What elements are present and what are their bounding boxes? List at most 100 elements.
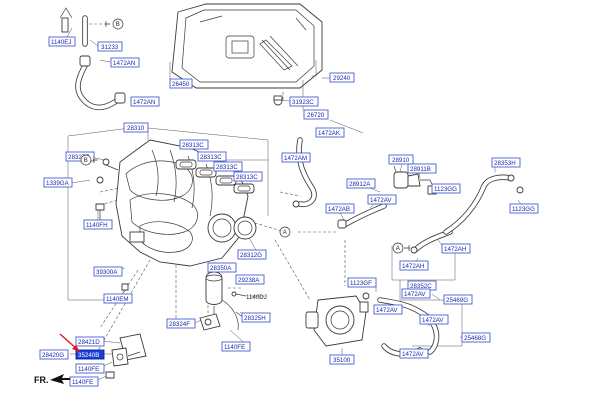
bolts <box>95 176 247 379</box>
callout-1472av-2: 1472AV <box>401 288 431 299</box>
svg-text:28310: 28310 <box>127 125 145 132</box>
svg-text:31923C: 31923C <box>292 99 314 106</box>
svg-text:1140EJ: 1140EJ <box>51 39 72 46</box>
callout-26720: 26720 <box>303 109 329 120</box>
svg-text:26450: 26450 <box>172 81 190 88</box>
callout-28313c-4: 28313C <box>233 171 263 182</box>
svg-text:28324F: 28324F <box>169 321 190 328</box>
marker-bolt-icons <box>93 21 410 251</box>
label-1140dj: 1140DJ <box>246 294 267 301</box>
callout-29240: 29240 <box>329 72 355 83</box>
svg-text:39300A: 39300A <box>96 269 118 276</box>
callout-1123gf: 1123GF <box>347 277 377 288</box>
svg-text:28352C: 28352C <box>410 283 432 290</box>
svg-text:28353H: 28353H <box>494 160 516 167</box>
callout-1140em: 1140EM <box>103 293 133 304</box>
svg-text:25469G: 25469G <box>446 297 468 304</box>
callout-26450: 26450 <box>169 78 193 89</box>
callout-25468g: 25468G <box>461 332 491 343</box>
callout-28353h: 28353H <box>491 157 521 168</box>
callout-28313c-2: 28313C <box>197 151 227 162</box>
callout-1472ah-2: 1472AH <box>399 260 429 271</box>
callout-1140fe-3: 1140FE <box>69 376 99 387</box>
sensor-assembly <box>199 271 239 331</box>
callout-1472ab: 1472AB <box>325 203 355 214</box>
svg-text:28313C: 28313C <box>236 174 258 181</box>
svg-text:1472AK: 1472AK <box>318 130 341 137</box>
manifold-gaskets <box>175 159 255 194</box>
part-callouts: 1140EJ 31233 1472AN 26450 1472AN 29240 3… <box>39 36 539 387</box>
callout-1472am: 1472AM <box>281 152 311 163</box>
svg-text:28313C: 28313C <box>216 164 238 171</box>
callout-35240b-highlighted[interactable]: 35240B <box>75 349 105 360</box>
pcv-hose-top <box>59 7 283 111</box>
callout-1472ah-1: 1472AH <box>441 243 471 254</box>
callout-28324f: 28324F <box>166 318 196 329</box>
map-sensor-bracket <box>111 333 147 367</box>
svg-text:1472AV: 1472AV <box>402 351 424 358</box>
callout-1140fh: 1140FH <box>83 219 113 230</box>
callout-1140ej: 1140EJ <box>48 36 76 47</box>
svg-text:31233: 31233 <box>101 44 119 51</box>
highlight-arrow <box>59 333 80 352</box>
svg-text:28313C: 28313C <box>182 142 204 149</box>
svg-text:1140FE: 1140FE <box>78 366 99 373</box>
callout-1140fe-2: 1140FE <box>75 363 105 374</box>
callout-28312g: 28312G <box>237 249 267 260</box>
svg-text:1472AB: 1472AB <box>328 206 350 213</box>
callout-28912a: 28912A <box>346 178 376 189</box>
svg-text:1339GA: 1339GA <box>46 180 70 187</box>
marker-b-top: B <box>112 18 124 30</box>
svg-text:B: B <box>116 22 120 28</box>
svg-text:29240: 29240 <box>333 75 351 82</box>
callout-1123gg-2: 1123GG <box>509 203 539 214</box>
callout-25469g: 25469G <box>443 294 473 305</box>
svg-text:28350A: 28350A <box>210 265 232 272</box>
svg-text:1123GG: 1123GG <box>434 186 457 193</box>
svg-text:A: A <box>396 246 400 252</box>
svg-text:1472AN: 1472AN <box>133 99 155 106</box>
svg-text:1472AV: 1472AV <box>376 307 398 314</box>
throttle-gasket <box>233 216 257 240</box>
svg-text:1472AV: 1472AV <box>370 197 392 204</box>
svg-text:28313C: 28313C <box>200 154 222 161</box>
svg-text:29238A: 29238A <box>238 277 260 284</box>
marker-a-left: A <box>279 226 291 238</box>
callout-28911b: 28911B <box>407 163 437 174</box>
svg-text:1472AH: 1472AH <box>444 246 466 253</box>
callout-1140fe: 1140FE <box>221 341 251 352</box>
callout-31233: 31233 <box>97 41 123 52</box>
callout-1339ga: 1339GA <box>43 177 73 188</box>
callout-28310: 28310 <box>123 122 149 133</box>
engine-cover <box>171 3 323 89</box>
callout-35100: 35100 <box>329 354 355 365</box>
callout-1472av-5: 1472AV <box>399 348 429 359</box>
svg-text:28325H: 28325H <box>244 315 266 322</box>
callout-1123gg-1: 1123GG <box>431 183 461 194</box>
marker-b-mid: B <box>80 154 92 166</box>
callout-31923c: 31923C <box>289 96 319 107</box>
svg-text:1472AN: 1472AN <box>113 60 135 67</box>
callout-28420g: 28420G <box>39 349 69 360</box>
callout-28325h: 28325H <box>241 312 271 323</box>
svg-text:28911B: 28911B <box>410 166 431 173</box>
throttle-body <box>305 292 370 347</box>
svg-text:26720: 26720 <box>307 112 325 119</box>
callout-28313c-1: 28313C <box>179 139 209 150</box>
svg-text:28327E: 28327E <box>68 154 89 161</box>
svg-text:28312G: 28312G <box>240 252 262 259</box>
callout-1472an-top: 1472AN <box>110 57 140 68</box>
svg-text:1123GF: 1123GF <box>350 280 372 287</box>
svg-text:1472AH: 1472AH <box>402 263 424 270</box>
svg-text:1472AV: 1472AV <box>404 291 426 298</box>
callout-28350a: 28350A <box>207 262 237 273</box>
svg-text:1472AM: 1472AM <box>284 155 307 162</box>
svg-text:1140FE: 1140FE <box>72 379 93 386</box>
callout-1472ak: 1472AK <box>315 127 345 138</box>
svg-text:1140EM: 1140EM <box>106 296 129 303</box>
svg-text:28421D: 28421D <box>78 339 100 346</box>
callout-1472av-1: 1472AV <box>367 194 397 205</box>
svg-text:28420G: 28420G <box>42 352 64 359</box>
callout-39300a: 39300A <box>93 266 123 277</box>
